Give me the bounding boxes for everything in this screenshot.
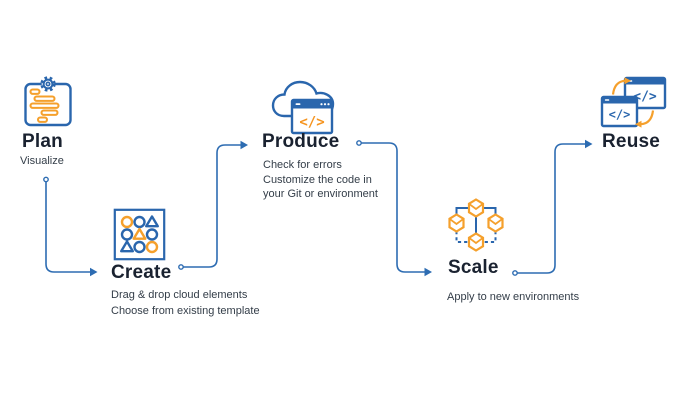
step-desc-plan: Visualize [20, 155, 64, 167]
step-desc-create: Drag & drop cloud elements Choose from e… [111, 288, 260, 319]
connector-create-produce [178, 140, 248, 270]
step-title-plan: Plan [22, 131, 63, 152]
gantt-bars [29, 88, 60, 123]
code-glyph: </> [633, 90, 657, 105]
step-desc-scale: Apply to new environments [447, 291, 580, 303]
desc-line: your Git or environment [263, 188, 378, 200]
hexagon-node-top [467, 198, 485, 218]
connector-plan-create [43, 176, 98, 277]
step-title-reuse: Reuse [602, 131, 661, 152]
connector-scale-reuse [512, 139, 593, 276]
step-title-produce: Produce [262, 131, 340, 152]
shapes-grid-icon [113, 208, 166, 261]
hexagon-network-icon [448, 198, 504, 252]
desc-line: Check for errors [263, 159, 342, 171]
hexagon-node-bottom [467, 232, 485, 252]
gear-icon [40, 76, 56, 92]
cloud-code-window-icon: </> [271, 80, 335, 135]
hexagon-node-left [448, 213, 465, 233]
connector-produce-scale [356, 140, 432, 277]
desc-line: Choose from existing template [111, 304, 260, 317]
hexagon-node-right [487, 213, 504, 233]
step-title-scale: Scale [448, 257, 499, 278]
code-windows-cycle-icon: </> </> [600, 76, 667, 128]
desc-line: Drag & drop cloud elements [111, 289, 248, 301]
gantt-board-gear-icon [24, 76, 72, 127]
browser-window: </> [290, 98, 334, 135]
code-glyph: </> [299, 115, 324, 131]
cycle-arrow-up [611, 77, 631, 95]
cycle-arrow-down [635, 110, 655, 128]
code-glyph: </> [609, 108, 631, 122]
desc-line: Customize the code in [263, 173, 372, 186]
step-title-create: Create [111, 262, 172, 283]
code-window-back: </> [600, 95, 639, 128]
step-desc-produce: Check for errors Customize the code in y… [263, 158, 378, 202]
